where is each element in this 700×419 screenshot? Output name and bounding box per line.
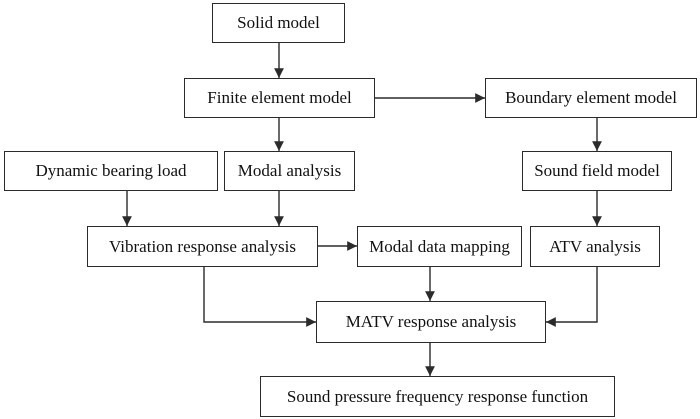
- node-boundary-element-model: Boundary element model: [485, 78, 697, 118]
- node-sound-pressure-frf: Sound pressure frequency response functi…: [260, 376, 615, 417]
- node-atv-analysis: ATV analysis: [530, 226, 660, 267]
- node-solid-model: Solid model: [212, 3, 345, 43]
- arrow-vibration-to-matv: [203, 267, 316, 327]
- node-vibration-response-analysis: Vibration response analysis: [87, 226, 318, 267]
- node-finite-element-model: Finite element model: [184, 78, 375, 118]
- node-matv-response-analysis: MATV response analysis: [316, 301, 546, 343]
- node-modal-data-mapping: Modal data mapping: [357, 226, 522, 267]
- node-sound-field-model: Sound field model: [522, 151, 672, 191]
- node-dynamic-bearing-load: Dynamic bearing load: [4, 151, 218, 191]
- node-modal-analysis: Modal analysis: [224, 151, 355, 191]
- arrow-atv-to-matv: [546, 267, 598, 327]
